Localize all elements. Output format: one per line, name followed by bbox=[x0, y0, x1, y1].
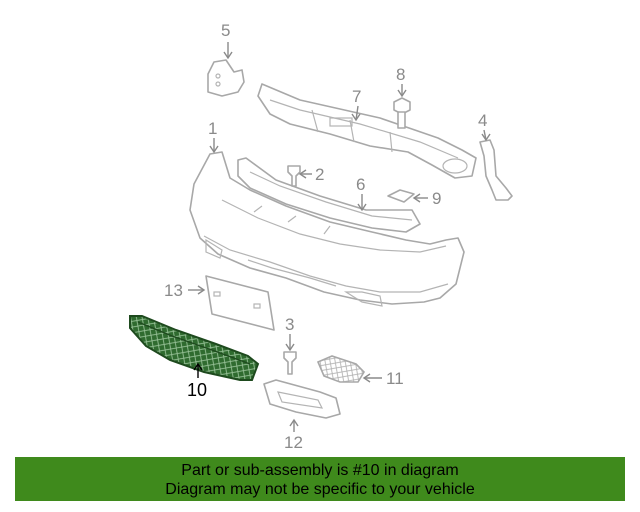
part-3-push-pin bbox=[283, 351, 297, 375]
callout-12: 12 bbox=[284, 433, 303, 452]
part-11-side-grille bbox=[316, 355, 366, 383]
info-banner: Part or sub-assembly is #10 in diagram D… bbox=[15, 457, 625, 501]
part-9-clip bbox=[387, 189, 415, 203]
callout-10: 10 bbox=[187, 380, 207, 400]
callout-13: 13 bbox=[164, 281, 183, 300]
callout-11: 11 bbox=[386, 369, 404, 388]
banner-line-2: Diagram may not be specific to your vehi… bbox=[165, 481, 475, 498]
parts-diagram: 5 8 7 4 1 2 6 9 13 3 11 12 10 bbox=[129, 21, 513, 452]
part-13-license-bracket bbox=[205, 275, 275, 331]
part-8-bolt bbox=[393, 97, 411, 129]
callout-4: 4 bbox=[478, 111, 487, 130]
part-2-push-pin bbox=[287, 165, 301, 187]
part-7-upper-reinforcement bbox=[257, 83, 477, 179]
part-10-lower-grille bbox=[129, 315, 260, 381]
part-6-lower-absorber bbox=[237, 157, 421, 233]
part-5-bracket bbox=[207, 59, 245, 97]
callout-5: 5 bbox=[221, 21, 230, 40]
part-12-fog-bezel bbox=[263, 379, 341, 419]
part-1-bumper-cover bbox=[189, 151, 465, 307]
callout-7: 7 bbox=[352, 87, 361, 106]
callout-3: 3 bbox=[285, 315, 294, 334]
callout-2: 2 bbox=[315, 165, 324, 184]
leader-lines bbox=[188, 42, 491, 432]
banner-line-1: Part or sub-assembly is #10 in diagram bbox=[181, 462, 459, 479]
part-4-side-bracket bbox=[479, 139, 513, 201]
callout-8: 8 bbox=[396, 65, 405, 84]
callout-1: 1 bbox=[208, 119, 217, 138]
callout-6: 6 bbox=[356, 175, 365, 194]
callout-9: 9 bbox=[432, 189, 441, 208]
